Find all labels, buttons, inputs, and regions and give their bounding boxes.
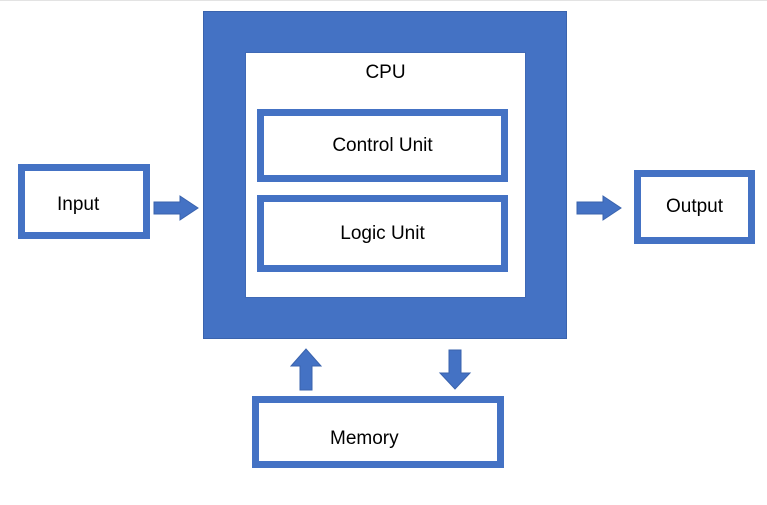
memory-label: Memory	[330, 428, 399, 449]
logic-unit-label: Logic Unit	[340, 222, 425, 244]
cpu-to-memory-arrow	[438, 349, 472, 390]
logic-unit-box: Logic Unit	[257, 195, 508, 272]
control-unit-label: Control Unit	[332, 134, 433, 156]
output-box: Output	[634, 170, 755, 244]
memory-to-cpu-arrow	[289, 348, 323, 391]
control-unit-box: Control Unit	[257, 109, 508, 182]
output-label: Output	[665, 196, 724, 217]
input-label: Input	[57, 194, 100, 215]
memory-box: Memory	[252, 396, 504, 468]
cpu-to-output-arrow	[576, 195, 622, 221]
input-to-cpu-arrow	[153, 195, 199, 221]
top-divider	[0, 0, 767, 1]
input-box: Input	[18, 164, 150, 239]
cpu-label: CPU	[365, 62, 406, 83]
